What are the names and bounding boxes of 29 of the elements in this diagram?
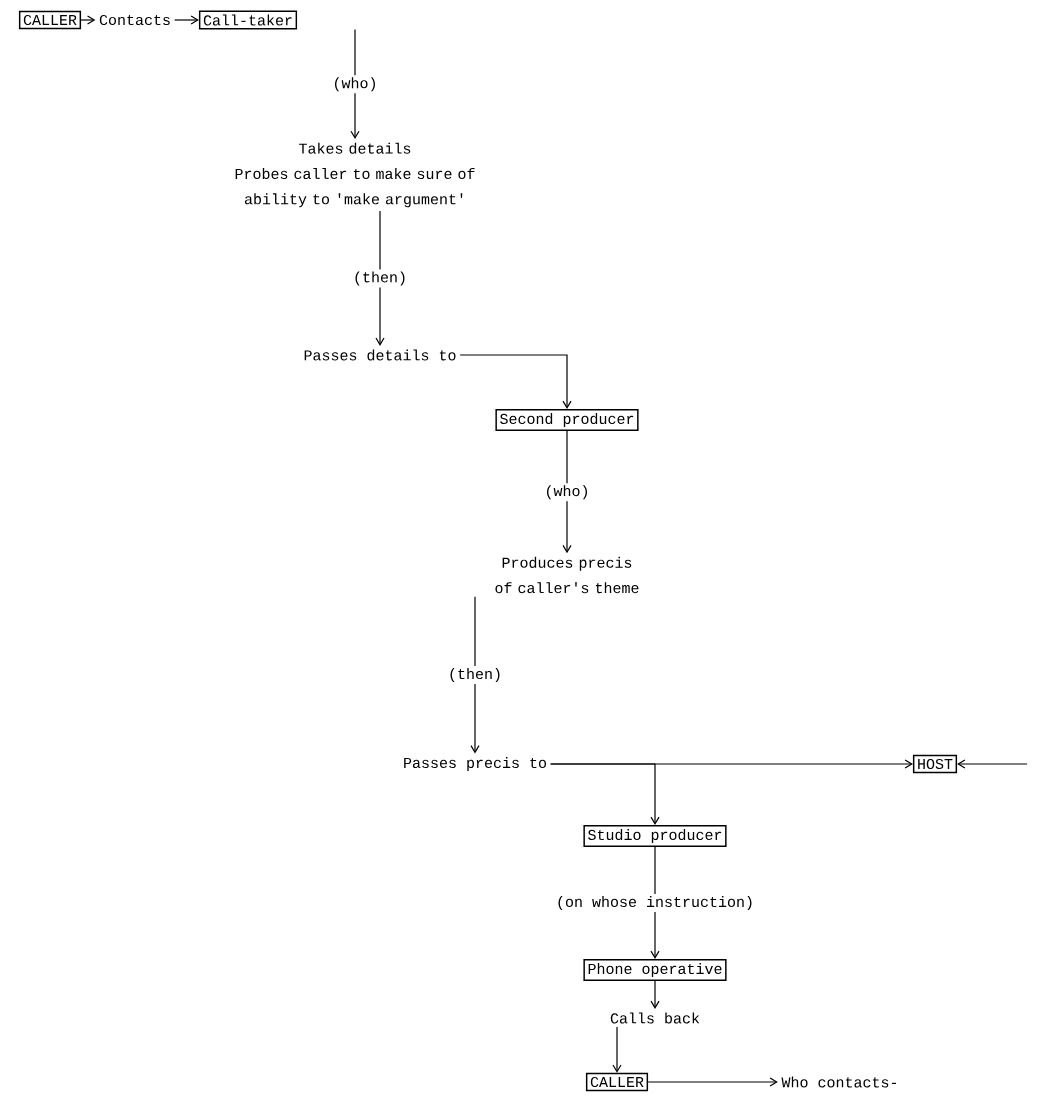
arrow bbox=[459, 354, 572, 409]
arrow bbox=[612, 1026, 622, 1073]
edge-label: (then) bbox=[351, 269, 409, 288]
arrow bbox=[647, 1077, 778, 1087]
edge-label: (who) bbox=[542, 483, 592, 502]
process-box: Second producer bbox=[495, 408, 639, 432]
process-box: HOST bbox=[912, 754, 958, 774]
arrow bbox=[550, 763, 660, 825]
process-box: Phone operative bbox=[583, 958, 727, 982]
step-text: Produces precis of caller's theme bbox=[495, 556, 639, 594]
process-box: Studio producer bbox=[583, 824, 727, 848]
process-box: CALLER bbox=[18, 10, 82, 30]
arrow bbox=[650, 980, 660, 1009]
process-box: Call-taker bbox=[198, 10, 298, 30]
edge-label: (who) bbox=[330, 75, 380, 94]
arrow bbox=[375, 210, 385, 346]
step-text: Passes details to bbox=[304, 349, 456, 361]
arrow bbox=[957, 759, 1028, 769]
step-text: Calls back bbox=[610, 1012, 700, 1024]
arrow bbox=[174, 15, 199, 25]
step-text: Takes details Probes caller to make sure of ability to 'make argument' bbox=[235, 142, 475, 208]
edge-label: (on whose instruction) bbox=[554, 894, 756, 912]
step-text: Who contacts- bbox=[781, 1076, 897, 1088]
arrow bbox=[470, 596, 480, 754]
process-box: CALLER bbox=[585, 1072, 649, 1092]
step-text: Passes precis to bbox=[404, 757, 546, 771]
edge-label: (then) bbox=[446, 666, 504, 685]
step-text: Contacts bbox=[99, 14, 170, 26]
arrow bbox=[80, 15, 96, 25]
